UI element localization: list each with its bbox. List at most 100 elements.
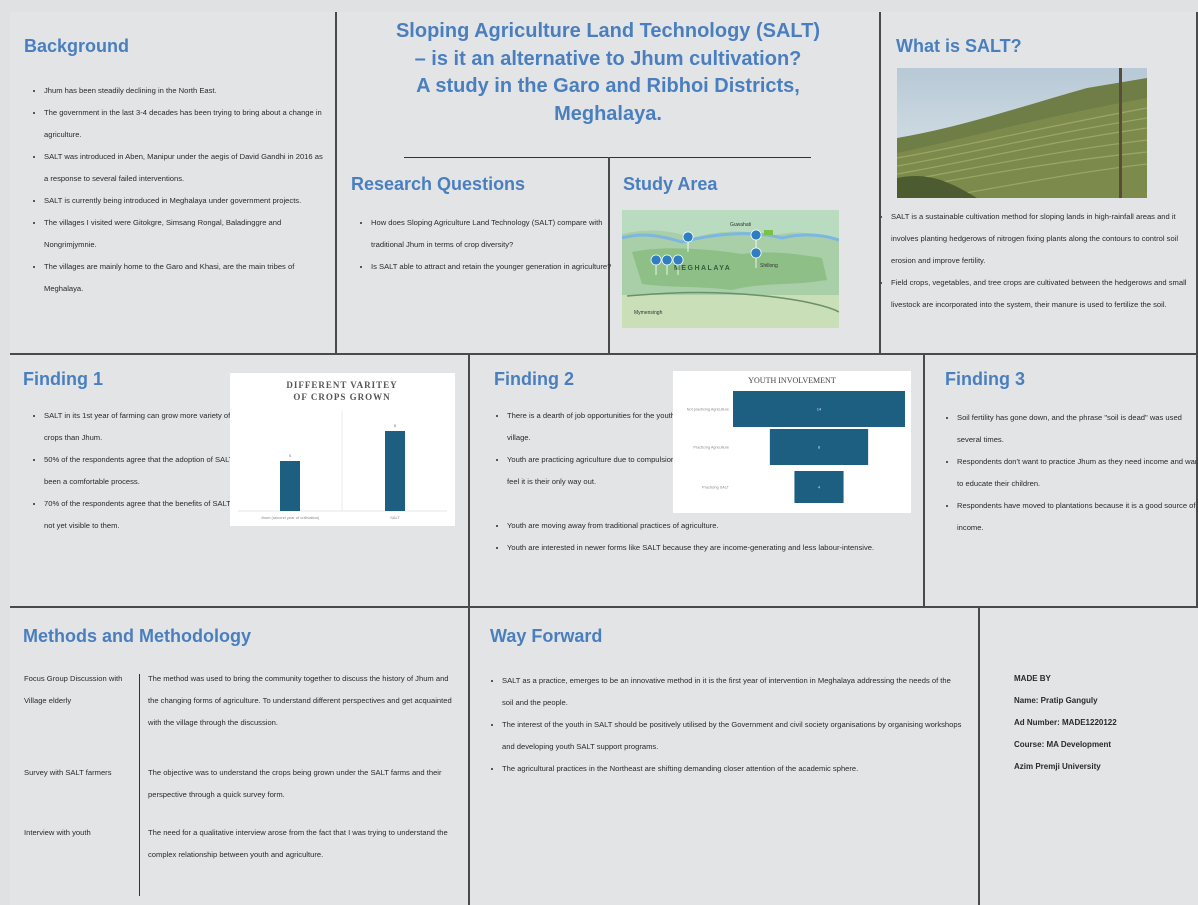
chart-title: OF CROPS GROWN — [293, 392, 390, 402]
title-line-4: Meghalaya. — [554, 102, 662, 125]
method-description: The method was used to bring the communi… — [148, 674, 452, 727]
method-label: Focus Group Discussion with Village elde… — [24, 674, 123, 705]
map-pin-icon — [650, 254, 662, 276]
title-line-2: – is it an alternative to Jhum cultivati… — [414, 47, 802, 70]
way-forward-heading: Way Forward — [490, 626, 603, 646]
data-label: 5 — [289, 453, 292, 458]
method-label: Interview with youth — [24, 828, 91, 837]
list-item: 50% of the respondents agree that the ad… — [44, 449, 249, 493]
map-pin-icon — [682, 231, 694, 253]
map-label-mymensingh: Mymensingh — [634, 310, 663, 316]
bar — [385, 431, 405, 511]
finding1-panel: Finding 1 SALT in its 1st year of farmin… — [10, 355, 470, 608]
background-list: Jhum has been steadily declining in the … — [32, 80, 329, 300]
data-label: 4 — [818, 485, 821, 490]
title-divider — [404, 157, 811, 158]
credits-name: Name: Pratip Ganguly — [1014, 696, 1098, 705]
bar — [733, 391, 905, 427]
list-item: SALT is a sustainable cultivation method… — [891, 206, 1191, 272]
credits-course: Course: MA Development — [1014, 740, 1112, 749]
map-pin-icon — [750, 247, 762, 269]
way-forward-panel: Way Forward SALT as a practice, emerges … — [470, 608, 980, 905]
tick-label: SALT — [390, 515, 400, 520]
data-label: 8 — [394, 423, 397, 428]
finding2-list: There is a dearth of job opportunities f… — [495, 405, 712, 493]
title-line-3: A study in the Garo and Ribhoi Districts… — [416, 75, 800, 97]
data-label: 14 — [817, 407, 822, 412]
map-label-state: MEGHALAYA — [674, 265, 731, 272]
credits-university: Azim Premji University — [1014, 762, 1101, 771]
credits-panel: MADE BY Name: Pratip Ganguly Ad Number: … — [980, 608, 1198, 905]
list-item: The villages are mainly home to the Garo… — [44, 256, 329, 300]
list-item: SALT was introduced in Aben, Manipur und… — [44, 146, 329, 190]
chart-title: DIFFERENT VARITEY — [286, 380, 397, 390]
list-item: How does Sloping Agriculture Land Techno… — [371, 212, 615, 256]
what-is-salt-list: SALT is a sustainable cultivation method… — [881, 206, 1191, 316]
salt-field-photo — [897, 68, 1147, 198]
column-divider — [608, 157, 610, 353]
research-questions-heading: Research Questions — [351, 174, 526, 194]
way-forward-list: SALT as a practice, emerges to be an inn… — [490, 670, 962, 780]
bar — [769, 429, 869, 465]
study-area-heading: Study Area — [623, 174, 718, 194]
tick-label: Practicing SALT — [702, 486, 730, 490]
methods-divider — [139, 674, 140, 896]
list-item: Soil fertility has gone down, and the ph… — [957, 407, 1196, 451]
method-description: The objective was to understand the crop… — [148, 768, 442, 799]
finding3-panel: Finding 3 Soil fertility has gone down, … — [925, 355, 1198, 608]
credits-made-by: MADE BY — [1014, 674, 1051, 683]
list-item: SALT is currently being introduced in Me… — [44, 190, 329, 212]
list-item: Field crops, vegetables, and tree crops … — [891, 272, 1191, 316]
bar — [794, 471, 844, 503]
list-item: There is a dearth of job opportunities f… — [507, 405, 712, 449]
research-questions-list: How does Sloping Agriculture Land Techno… — [359, 212, 615, 278]
list-item: Jhum has been steadily declining in the … — [44, 80, 329, 102]
method-description: The need for a qualitative interview aro… — [148, 828, 448, 859]
list-item: Youth are practicing agriculture due to … — [507, 449, 712, 493]
background-heading: Background — [24, 36, 130, 56]
list-item: 70% of the respondents agree that the be… — [44, 493, 249, 537]
list-item: SALT in its 1st year of farming can grow… — [44, 405, 249, 449]
map-pin-icon — [661, 254, 673, 276]
finding2-heading: Finding 2 — [494, 369, 574, 389]
tick-label: Not practicing Agriculture — [687, 408, 729, 412]
tick-label: Jhum (second year of cultivation) — [261, 515, 320, 520]
credits-ad-number: Ad Number: MADE1220122 — [1014, 718, 1117, 727]
list-item: The government in the last 3-4 decades h… — [44, 102, 329, 146]
credits-block: MADE BY Name: Pratip Ganguly Ad Number: … — [1014, 668, 1117, 778]
study-area-map: MEGHALAYA Guwahati Shillong Mymensingh — [622, 210, 839, 328]
chart-title: YOUTH INVOLVEMENT — [748, 376, 836, 385]
bar — [280, 461, 300, 511]
methods-panel: Methods and Methodology Focus Group Disc… — [10, 608, 470, 905]
map-pin-icon — [672, 254, 684, 276]
list-item: Respondents don't want to practice Jhum … — [957, 451, 1196, 495]
list-item: Youth are moving away from traditional p… — [507, 515, 923, 537]
data-label: 8 — [818, 445, 821, 450]
list-item: Respondents have moved to plantations be… — [957, 495, 1196, 539]
poster-title: Sloping Agriculture Land Technology (SAL… — [337, 18, 879, 128]
finding1-heading: Finding 1 — [23, 369, 103, 389]
finding2-panel: Finding 2 There is a dearth of job oppor… — [470, 355, 925, 608]
methods-heading: Methods and Methodology — [23, 626, 251, 646]
method-label: Survey with SALT farmers — [24, 768, 112, 777]
list-item: Youth are interested in newer forms like… — [507, 537, 923, 559]
list-item: SALT as a practice, emerges to be an inn… — [502, 670, 962, 714]
finding2-list-wide: Youth are moving away from traditional p… — [495, 515, 923, 559]
list-item: The villages I visited were Gitokgre, Si… — [44, 212, 329, 256]
map-pin-icon — [750, 229, 762, 251]
background-panel: Background Jhum has been steadily declin… — [10, 12, 337, 355]
title-line-1: Sloping Agriculture Land Technology (SAL… — [395, 20, 821, 42]
list-item: The interest of the youth in SALT should… — [502, 714, 962, 758]
finding1-list: SALT in its 1st year of farming can grow… — [32, 405, 249, 537]
what-is-salt-panel: What is SALT? SALT is a sustainable cult… — [881, 12, 1198, 355]
finding3-list: Soil fertility has gone down, and the ph… — [945, 407, 1196, 539]
what-is-salt-heading: What is SALT? — [896, 36, 1022, 56]
tick-label: Practicing Agriculture — [693, 446, 729, 450]
title-panel: Sloping Agriculture Land Technology (SAL… — [337, 12, 881, 355]
finding3-heading: Finding 3 — [945, 369, 1025, 389]
list-item: Is SALT able to attract and retain the y… — [371, 256, 615, 278]
map-label-guwahati: Guwahati — [730, 222, 751, 228]
list-item: The agricultural practices in the Northe… — [502, 758, 962, 780]
map-label-shillong: Shillong — [760, 263, 778, 269]
